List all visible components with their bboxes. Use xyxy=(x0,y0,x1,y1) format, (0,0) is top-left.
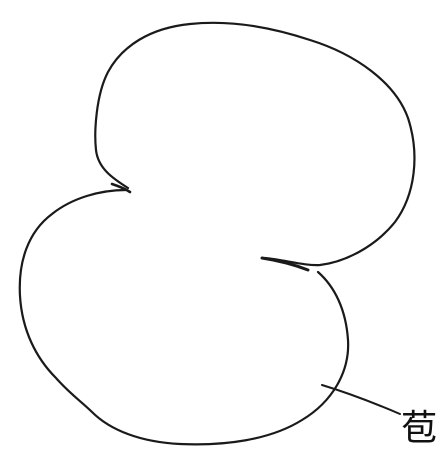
structure-label: 苞 xyxy=(401,398,443,460)
leader-line xyxy=(322,385,400,414)
lower-lobe-outline xyxy=(20,190,348,444)
upper-lobe-outline xyxy=(95,23,414,265)
